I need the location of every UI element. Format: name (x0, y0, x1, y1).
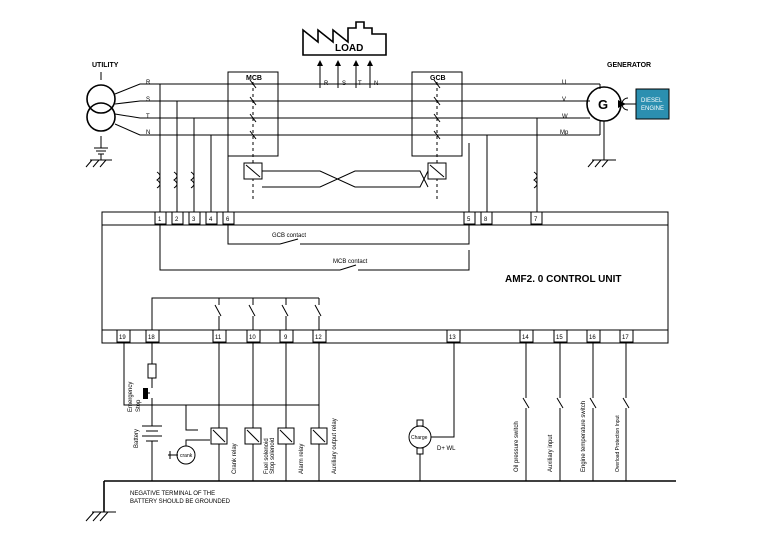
utility-transformer-icon (86, 72, 116, 155)
engine-temp-switch (589, 342, 597, 481)
utility-label: UTILITY (92, 62, 119, 69)
gcb-label: GCB (430, 75, 446, 82)
utility-phase-s: S (146, 97, 150, 103)
crank-label: crank (180, 453, 193, 459)
generator-phase-u: U (562, 80, 566, 86)
utility-phase-n: N (146, 130, 150, 136)
generator-phase-mp: Mp (560, 130, 569, 136)
overload-input-switch (622, 342, 630, 481)
terminal-7: 7 (534, 217, 538, 223)
alarm-relay-coil (277, 342, 295, 481)
engine-temp-label: Engine temperature switch (581, 401, 587, 472)
terminal-15: 15 (556, 335, 563, 341)
emergency-stop-label-1: Emergency (128, 382, 134, 412)
generator-phase-w: W (562, 114, 568, 120)
generator-label: GENERATOR (607, 62, 651, 69)
terminal-4: 4 (209, 217, 213, 223)
gcb-coil-icon (427, 162, 447, 180)
emergency-stop-icon (143, 388, 148, 399)
d-plus-wl-label: D+ WL (437, 446, 456, 452)
generator-ground-icon (587, 121, 616, 168)
utility-phase-t: T (146, 114, 150, 120)
aux-output-relay-coil (310, 342, 328, 481)
terminal-8: 8 (484, 217, 488, 223)
load-factory-icon (302, 21, 387, 56)
terminal-3: 3 (192, 217, 196, 223)
oil-pressure-switch (522, 342, 530, 481)
aux-input-label: Auxiliary input (548, 434, 554, 472)
overload-input-label: Overload Protection Input (615, 415, 621, 472)
terminal-13: 13 (449, 335, 456, 341)
crank-relay-coil (210, 342, 228, 481)
gcb-contacts (433, 79, 441, 140)
terminal-17: 17 (622, 335, 629, 341)
diesel-engine-label-2: ENGINE (641, 106, 664, 112)
battery-ground-icon (85, 511, 116, 522)
terminal-14: 14 (522, 335, 529, 341)
mcb-contact-label: MCB contact (333, 259, 368, 265)
load-label: LOAD (335, 43, 363, 54)
fuel-solenoid-coil (244, 342, 262, 481)
charge-label: Charge (411, 435, 428, 441)
battery-icon (142, 420, 162, 481)
battery-label: Battery (134, 429, 140, 448)
emergency-stop-label-2: Stop (136, 399, 142, 412)
ground-note-1: NEGATIVE TERMINAL OF THE (130, 491, 215, 497)
fuel-solenoid-label: Fuel solenoid (264, 438, 270, 474)
aux-input-switch (556, 342, 564, 481)
terminal-1: 1 (158, 217, 162, 223)
terminal-11: 11 (215, 335, 222, 341)
charge-alternator-icon (408, 419, 432, 481)
terminal-2: 2 (175, 217, 179, 223)
fuse-marks (156, 171, 538, 189)
terminal-10: 10 (249, 335, 256, 341)
mcb-coil-icon (243, 162, 263, 180)
control-unit-box (101, 211, 669, 344)
crank-relay-label: Crank relay (232, 443, 238, 474)
generator-symbol: G (598, 97, 608, 112)
aux-output-relay-label: Auxiliary output relay (332, 418, 338, 474)
ground-note-2: BATTERY SHOULD BE GROUNDED (130, 499, 231, 505)
utility-ground-icon (85, 154, 112, 168)
gcb-contact-label: GCB contact (272, 233, 306, 239)
alarm-relay-label: Alarm relay (299, 444, 305, 474)
load-arrows (317, 60, 373, 88)
utility-phase-r: R (146, 80, 151, 86)
terminal-19: 19 (119, 335, 126, 341)
diesel-engine-box (621, 88, 670, 120)
terminal-16: 16 (589, 335, 596, 341)
stop-solenoid-label: Stop solenoid (270, 438, 276, 474)
oil-pressure-label: Oil pressure switch (514, 421, 520, 472)
terminal-18: 18 (148, 335, 155, 341)
control-unit-title: AMF2. 0 CONTROL UNIT (505, 274, 621, 285)
mcb-contacts (249, 79, 257, 140)
terminal-12: 12 (315, 335, 322, 341)
diesel-engine-label-1: DIESEL (641, 98, 663, 104)
mcb-label: MCB (246, 75, 262, 82)
terminal-6: 6 (226, 217, 230, 223)
terminal-5: 5 (467, 217, 471, 223)
terminal-9: 9 (284, 335, 288, 341)
generator-phase-v: V (562, 97, 566, 103)
top-terminal-strip (154, 211, 543, 225)
